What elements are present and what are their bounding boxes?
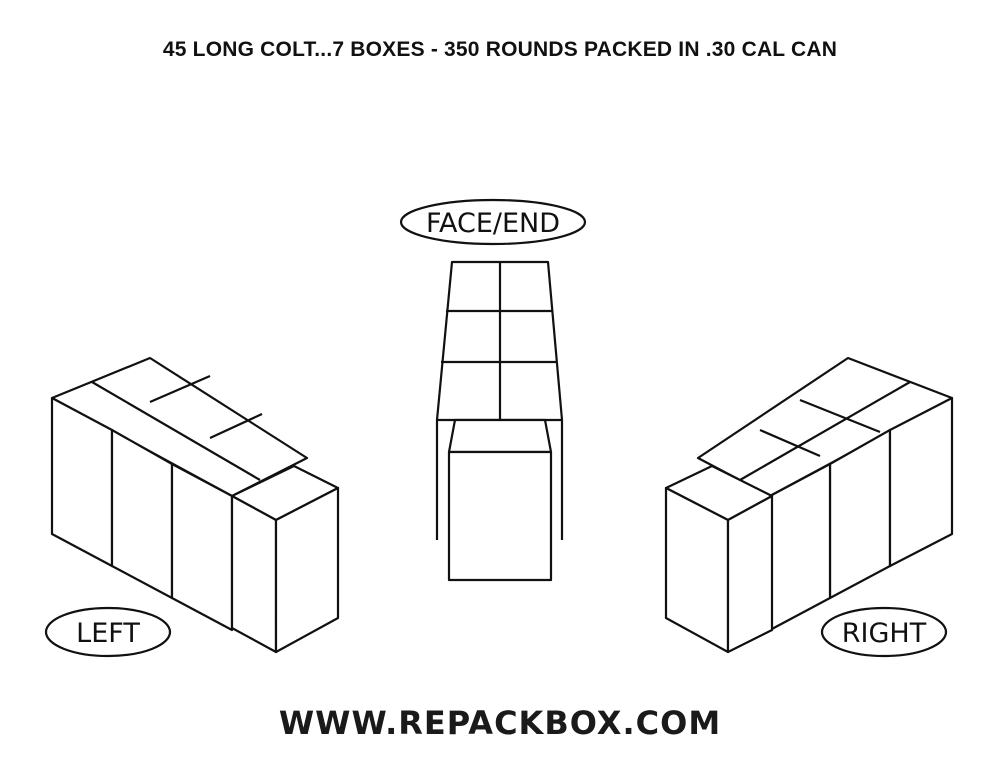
right-view: RIGHT bbox=[664, 356, 954, 658]
website-url: WWW.REPACKBOX.COM bbox=[279, 704, 721, 742]
face-front-box bbox=[447, 450, 553, 582]
face-end-view: FACE/END bbox=[399, 198, 587, 582]
diagram-title: 45 LONG COLT...7 BOXES - 350 ROUNDS PACK… bbox=[162, 38, 838, 61]
left-label: LEFT bbox=[76, 618, 140, 649]
left-label-oval bbox=[44, 606, 172, 658]
right-label: RIGHT bbox=[842, 618, 927, 649]
left-view: LEFT bbox=[44, 356, 340, 658]
left-end-box bbox=[274, 486, 340, 654]
face-end-label-oval bbox=[399, 198, 587, 246]
right-label-oval bbox=[820, 606, 948, 658]
face-end-label: FACE/END bbox=[426, 208, 560, 239]
face-front-box-top bbox=[447, 418, 553, 454]
